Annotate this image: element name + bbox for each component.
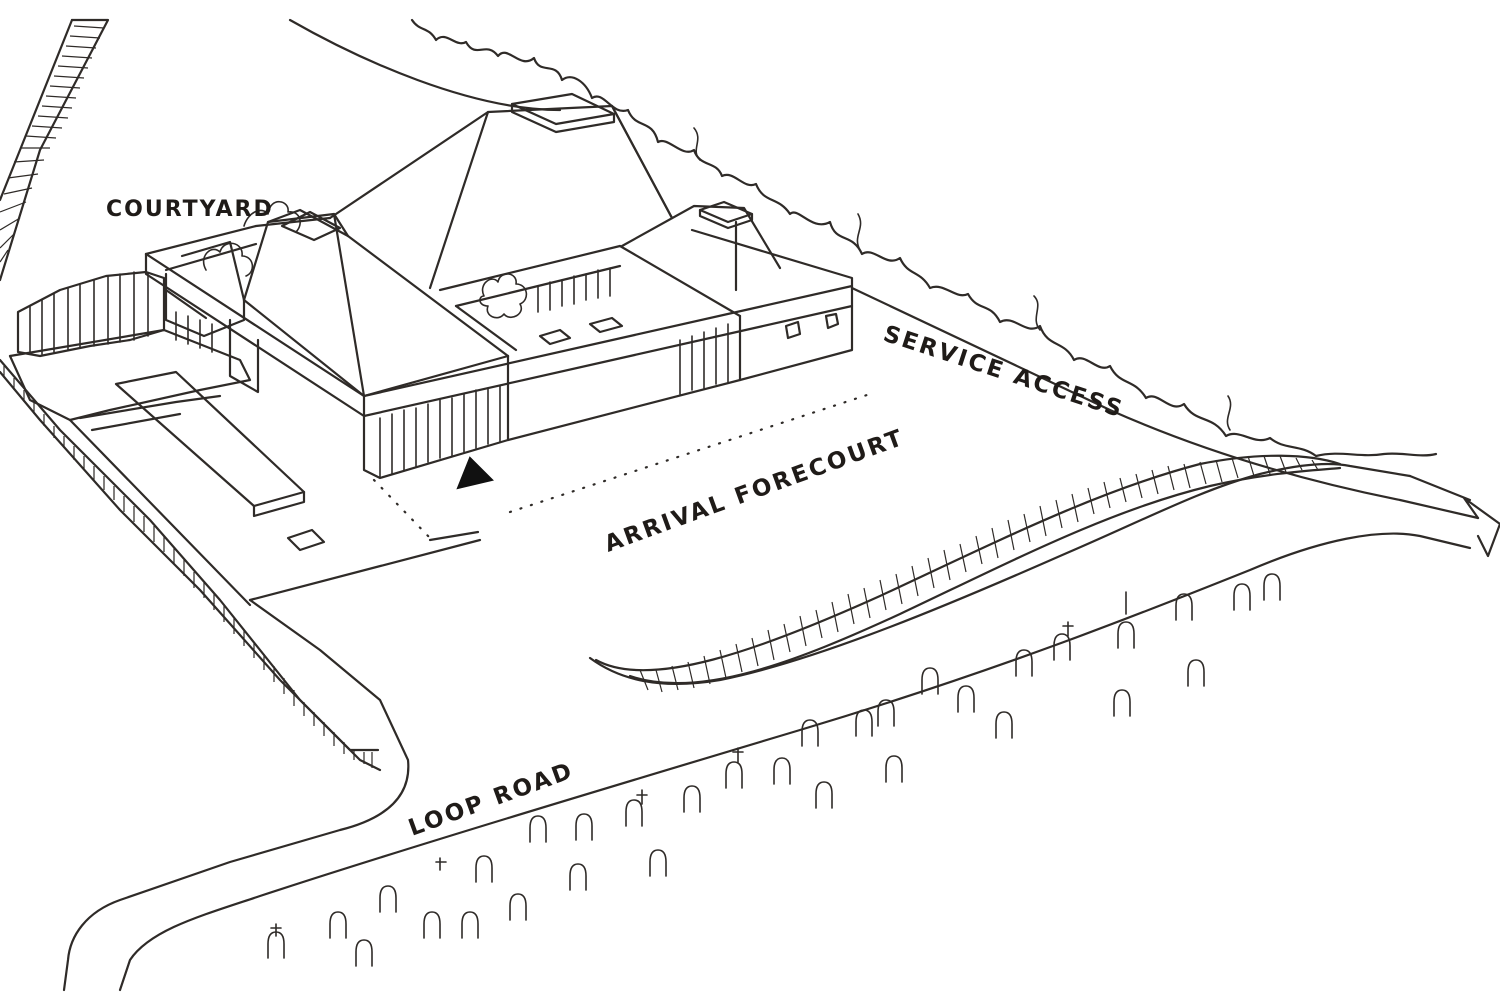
building xyxy=(144,92,854,480)
tree-line xyxy=(410,18,1438,458)
loop-road xyxy=(62,462,1472,992)
left-embankment xyxy=(0,18,110,282)
service-access-label: SERVICE ACCESS xyxy=(880,321,1127,423)
central-mound xyxy=(594,454,1342,693)
entrance-marker-icon xyxy=(456,456,494,490)
grave-markers xyxy=(267,573,1281,967)
courtyard-label: COURTYARD xyxy=(106,197,274,222)
service-access-road xyxy=(850,286,1500,558)
loop-road-label: LOOP ROAD xyxy=(405,758,577,842)
arrival-forecourt-label: ARRIVAL FORECOURT xyxy=(601,425,908,558)
forecourt-boundary xyxy=(372,392,872,542)
hill-line xyxy=(288,18,562,112)
terrace xyxy=(0,270,382,772)
